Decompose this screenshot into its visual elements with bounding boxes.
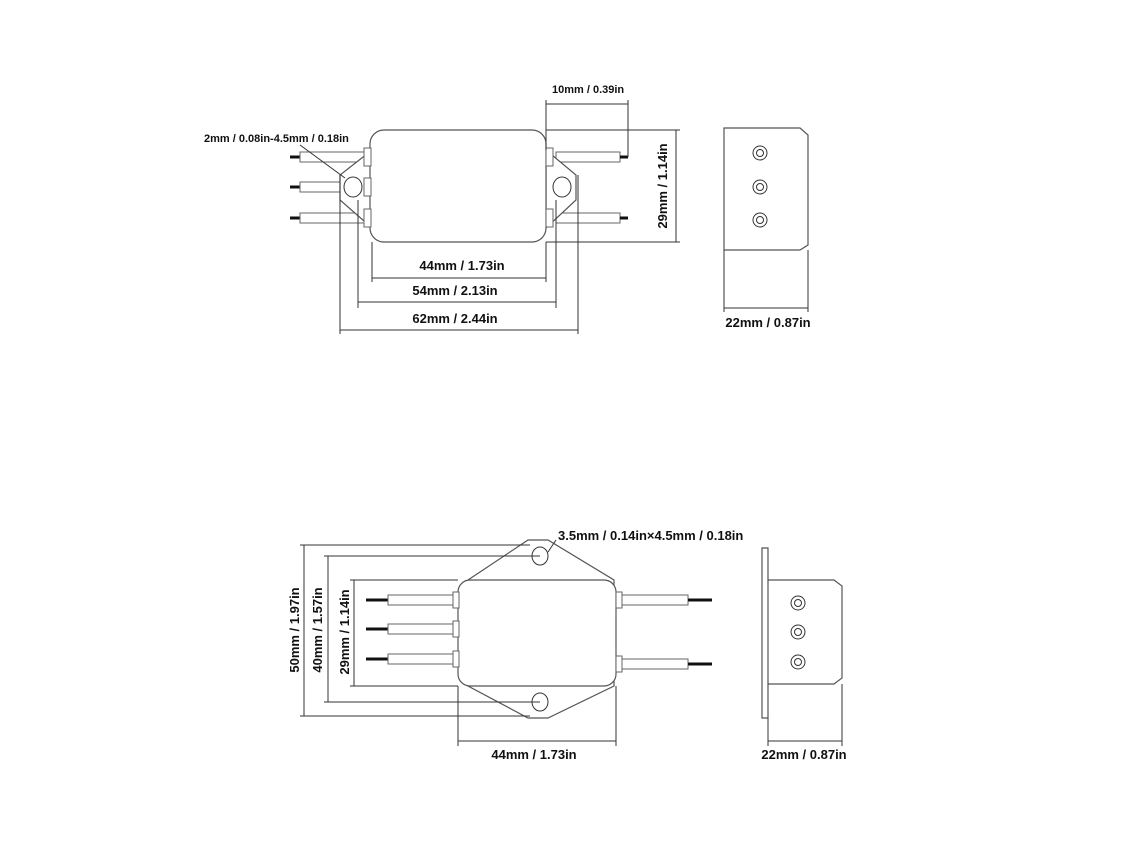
bottom-height-40-label: 40mm / 1.57in	[310, 587, 325, 672]
bottom-right-wires	[621, 594, 712, 670]
bottom-left-wires	[366, 594, 455, 665]
top-side-terminal-1	[752, 145, 768, 161]
bottom-side-terminal-2	[790, 624, 806, 640]
bottom-height-29-label: 29mm / 1.14in	[337, 589, 352, 674]
top-side-terminal-2	[752, 179, 768, 195]
top-height-label: 29mm / 1.14in	[655, 143, 670, 228]
top-dimension-lines	[299, 100, 680, 334]
top-left-mount-hole	[343, 176, 363, 198]
bottom-side-width-label: 22mm / 0.87in	[761, 747, 846, 762]
bottom-width-44-label: 44mm / 1.73in	[491, 747, 576, 762]
bottom-terminals	[452, 591, 623, 673]
top-width-44-label: 44mm / 1.73in	[419, 258, 504, 273]
top-filter-housing	[369, 129, 547, 243]
bottom-side-terminal-3	[790, 654, 806, 670]
bottom-front-view: 3.5mm / 0.14in×4.5mm / 0.18in 50mm / 1.9…	[287, 528, 743, 762]
top-front-view: 2mm / 0.08in-4.5mm / 0.18in 10mm / 0.39i…	[204, 84, 680, 334]
top-side-view: 22mm / 0.87in	[723, 127, 811, 330]
bottom-filter-housing	[457, 579, 617, 687]
bottom-side-terminal-1	[790, 595, 806, 611]
top-side-terminal-3	[752, 212, 768, 228]
bottom-side-view: 22mm / 0.87in	[761, 547, 847, 762]
top-width-54-label: 54mm / 2.13in	[412, 283, 497, 298]
top-hole-size-label: 2mm / 0.08in-4.5mm / 0.18in	[204, 133, 349, 145]
bottom-hole-size-label: 3.5mm / 0.14in×4.5mm / 0.18in	[558, 528, 743, 543]
top-side-width-label: 22mm / 0.87in	[725, 315, 810, 330]
bottom-dimension-lines	[300, 539, 617, 746]
top-lead-length-label: 10mm / 0.39in	[552, 84, 624, 96]
top-right-mount-hole	[552, 176, 572, 198]
top-width-62-label: 62mm / 2.44in	[412, 311, 497, 326]
top-terminals	[363, 147, 554, 228]
bottom-height-50-label: 50mm / 1.97in	[287, 587, 302, 672]
